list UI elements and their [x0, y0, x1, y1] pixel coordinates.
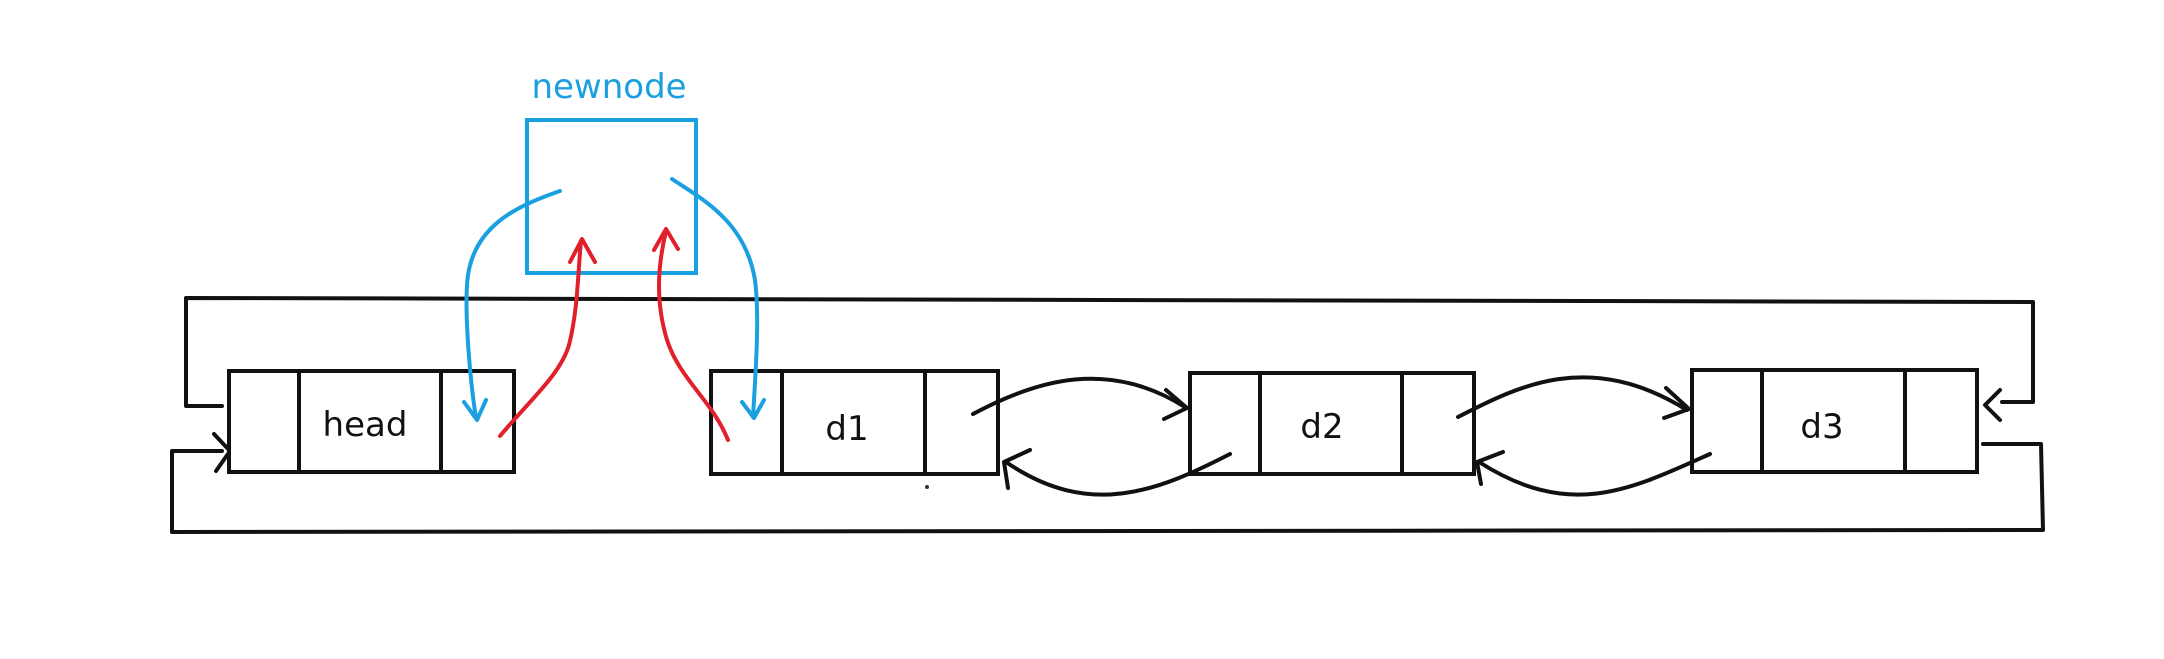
bottom-circular-wire: [170, 442, 2045, 534]
top-circular-wire: [184, 296, 2035, 408]
d2-to-d3-next-link: [1456, 375, 1689, 419]
d2-to-d3-next-arrowhead: [1662, 386, 1691, 420]
newnode: newnode: [525, 67, 698, 275]
d1-prev-to-newnode-arrowhead: [652, 227, 680, 252]
node-d2: d2: [1188, 371, 1476, 476]
node-head: head: [227, 369, 516, 474]
d1-to-d2-next-link: [971, 376, 1187, 416]
d2-to-d1-prev-arrowhead: [1002, 448, 1032, 490]
newnode-box: [525, 118, 698, 275]
newnode-incoming-links: [498, 227, 730, 442]
node-d2-box: [1188, 371, 1476, 476]
d1-to-d2-next-arrowhead: [1162, 388, 1189, 421]
node-head-label: head: [323, 405, 408, 445]
list-links: [971, 375, 1712, 497]
node-d3-label: d3: [1800, 407, 1843, 447]
node-d1-box: [709, 369, 1000, 476]
node-d1-label: d1: [825, 409, 868, 449]
node-d3-box: [1690, 368, 1979, 474]
node-d3: d3: [1690, 368, 1979, 474]
d3-to-d2-prev-link: [1477, 452, 1712, 497]
node-d2-label: d2: [1300, 407, 1343, 447]
circular-links: [170, 296, 2045, 534]
newnode-prev-to-head-arrowhead: [462, 398, 488, 422]
newnode-outgoing-links: [462, 177, 766, 422]
newnode-prev-to-head-link: [464, 189, 562, 420]
head-next-to-newnode-arrowhead: [568, 237, 597, 264]
node-d1: d1: [709, 369, 1000, 476]
newnode-next-to-d1-link: [670, 177, 760, 419]
d1-prev-to-newnode-link: [656, 229, 730, 442]
d3-to-d2-prev-arrowhead: [1475, 450, 1505, 486]
top-circular-arrowhead: [1983, 388, 2002, 422]
head-next-to-newnode-link: [498, 239, 583, 438]
newnode-next-to-d1-arrowhead: [740, 398, 766, 420]
stray-mark: [925, 485, 929, 489]
newnode-label: newnode: [531, 67, 686, 107]
node-head-box: [227, 369, 516, 474]
d2-to-d1-prev-link: [1004, 452, 1232, 497]
